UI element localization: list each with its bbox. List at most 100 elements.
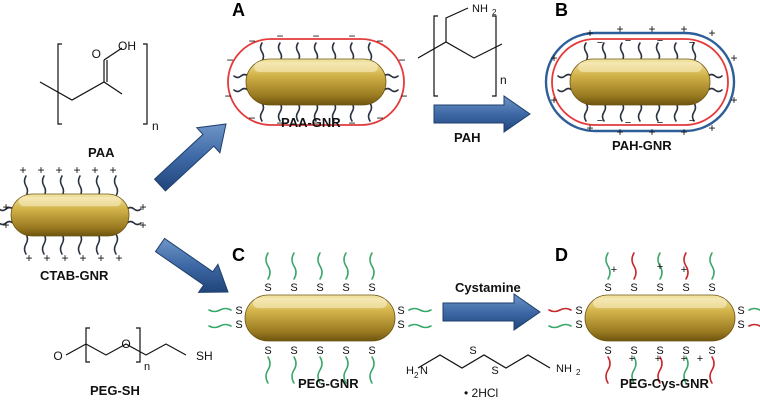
pah-gnr-label: PAH-GNR xyxy=(612,138,672,153)
cys-s-text-1: S xyxy=(469,345,476,357)
ctab-charge-bottom-4: + xyxy=(97,251,104,265)
ctab-charge-bottom-5: + xyxy=(115,251,122,265)
peg-gnr-s-left-1: S xyxy=(235,305,242,317)
paa-label: PAA xyxy=(88,145,115,160)
pah-minus-bottom-2: − xyxy=(657,117,663,129)
ctab-tail-right-1 xyxy=(126,206,142,212)
peg-cys-gnr-s-top-1: S xyxy=(630,282,637,294)
paa-gnr-tail-top-4 xyxy=(331,42,337,62)
arrow-to-paa xyxy=(153,123,227,192)
paa-gnr-tail-bottom-0 xyxy=(259,102,265,122)
paa-gnr-tail-top-2 xyxy=(295,42,301,62)
peg-bracket-right xyxy=(136,327,141,363)
cys-charge-top-1: + xyxy=(657,261,663,273)
pah-gnr-tail-right-2 xyxy=(707,87,723,93)
paa-o-text: O xyxy=(92,47,101,61)
pah-charge-bottom-0: + xyxy=(586,121,593,135)
peg-cys-gnr-chain-bottom-0 xyxy=(605,356,611,384)
peg-cys-gnr-s-right-2: S xyxy=(737,319,744,331)
paa-gnr-tail-left-2 xyxy=(233,87,249,93)
paa-gnr-tail-top-6 xyxy=(367,42,373,62)
pah-nh2-sub: 2 xyxy=(492,8,497,17)
pah-backbone xyxy=(417,41,503,59)
peg-gnr-s-top-0: S xyxy=(264,282,271,294)
peg-sh-text: SH xyxy=(196,349,213,363)
paa-oh-text: OH xyxy=(118,39,136,53)
hcl-label: • 2HCl xyxy=(464,386,499,400)
ctab-tail-bottom-5 xyxy=(113,233,119,255)
paa-gnr-tail-right-1 xyxy=(383,73,399,79)
peg-gnr-chain-bottom-4 xyxy=(369,356,375,384)
pah-gnr-rod-highlight xyxy=(578,62,702,73)
peg-gnr-chain-bottom-3 xyxy=(343,356,349,384)
peg-cys-gnr-chain-left-1 xyxy=(548,307,572,313)
peg-gnr-chain-top-1 xyxy=(291,252,297,280)
pah-minus-top-2: − xyxy=(657,35,663,47)
peg-gnr-label: PEG-GNR xyxy=(298,376,359,391)
pah-minus-top-0: − xyxy=(597,37,603,49)
cys-nh2-sub: 2 xyxy=(576,368,581,377)
peg-cys-gnr-chain-bottom-4 xyxy=(709,356,715,384)
pah-gnr-tail-left-1 xyxy=(557,73,573,79)
peg-gnr-s-bottom-4: S xyxy=(368,345,375,357)
paa-backbone xyxy=(39,81,123,101)
ctab-tail-bottom-0 xyxy=(23,233,29,255)
cys-charge-top-0: + xyxy=(611,264,617,276)
paa-gnr-tail-top-0 xyxy=(259,42,265,62)
peg-cys-gnr-chain-bottom-3 xyxy=(683,356,689,384)
ctab-charge-bottom-1: + xyxy=(43,251,50,265)
panel-d-letter: D xyxy=(555,245,568,265)
peg-gnr-chain-left-2 xyxy=(208,323,232,329)
pah-side-chain xyxy=(445,7,469,42)
peg-cys-gnr-s-left-1: S xyxy=(575,305,582,317)
pah-minus-top-1: − xyxy=(625,35,631,47)
ctab-tail-left-1 xyxy=(0,206,14,212)
peg-sh-label: PEG-SH xyxy=(90,383,140,398)
peg-gnr-chain-right-1 xyxy=(408,307,432,313)
pah-charge-top-1: + xyxy=(616,22,623,36)
ctab-tail-bottom-3 xyxy=(77,233,83,255)
peg-gnr-s-right-2: S xyxy=(397,319,404,331)
peg-bracket-left xyxy=(85,327,90,363)
peg-cys-gnr-chain-right-2 xyxy=(748,323,760,327)
pah-gnr-tail-right-1 xyxy=(707,73,723,79)
ctab-charge-left-2: + xyxy=(2,218,9,232)
cys-s-text-2: S xyxy=(491,365,498,377)
ctab-tail-top-5 xyxy=(113,175,119,197)
pah-gnr-tail-bottom-0 xyxy=(583,102,589,122)
pah-gnr-tail-top-3 xyxy=(637,42,643,62)
cys-h-text: H xyxy=(406,365,414,377)
paa-charge-side-1: − xyxy=(224,89,231,103)
pah-gnr-tail-bottom-6 xyxy=(691,102,697,122)
peg-cys-gnr-s-top-0: S xyxy=(604,282,611,294)
ctab-tail-top-3 xyxy=(77,175,83,197)
cys-charge-bottom-3: + xyxy=(697,353,703,365)
ctab-charge-bottom-0: + xyxy=(25,251,32,265)
pah-gnr-paa-shell xyxy=(551,38,729,126)
paa-charge-bottom-3: − xyxy=(348,116,355,130)
pah-charge-top-0: + xyxy=(586,26,593,40)
pah-minus-bottom-1: − xyxy=(625,117,631,129)
pah-gnr-tail-top-4 xyxy=(655,42,661,62)
peg-cys-gnr-chain-bottom-1 xyxy=(631,356,637,384)
peg-gnr-s-right-1: S xyxy=(397,305,404,317)
pah-n-text: n xyxy=(500,73,507,87)
ctab-gnr-rod-highlight xyxy=(19,197,121,207)
peg-o-text-1: O xyxy=(53,349,62,363)
pah-charge-bottom-2: + xyxy=(648,125,655,139)
peg-gnr-chain-top-3 xyxy=(343,252,349,280)
arrow-cystamine xyxy=(442,293,541,331)
paa-gnr-tail-left-1 xyxy=(233,73,249,79)
paa-charge-top-0: − xyxy=(248,34,255,48)
peg-gnr-s-top-4: S xyxy=(368,282,375,294)
ctab-charge-right-1: + xyxy=(139,200,146,214)
peg-gnr-chain-right-2 xyxy=(408,323,432,329)
peg-cys-gnr-s-bottom-3: S xyxy=(682,345,689,357)
pah-gnr-tail-bottom-1 xyxy=(601,102,607,122)
paa-gnr-tail-top-5 xyxy=(349,42,355,62)
peg-cys-gnr-s-bottom-0: S xyxy=(604,345,611,357)
pah-charge-side-3: + xyxy=(730,93,737,107)
peg-gnr-chain-left-1 xyxy=(208,307,232,313)
peg-cys-gnr-chain-bottom-2 xyxy=(657,356,663,384)
paa-gnr-tail-top-3 xyxy=(313,42,319,62)
